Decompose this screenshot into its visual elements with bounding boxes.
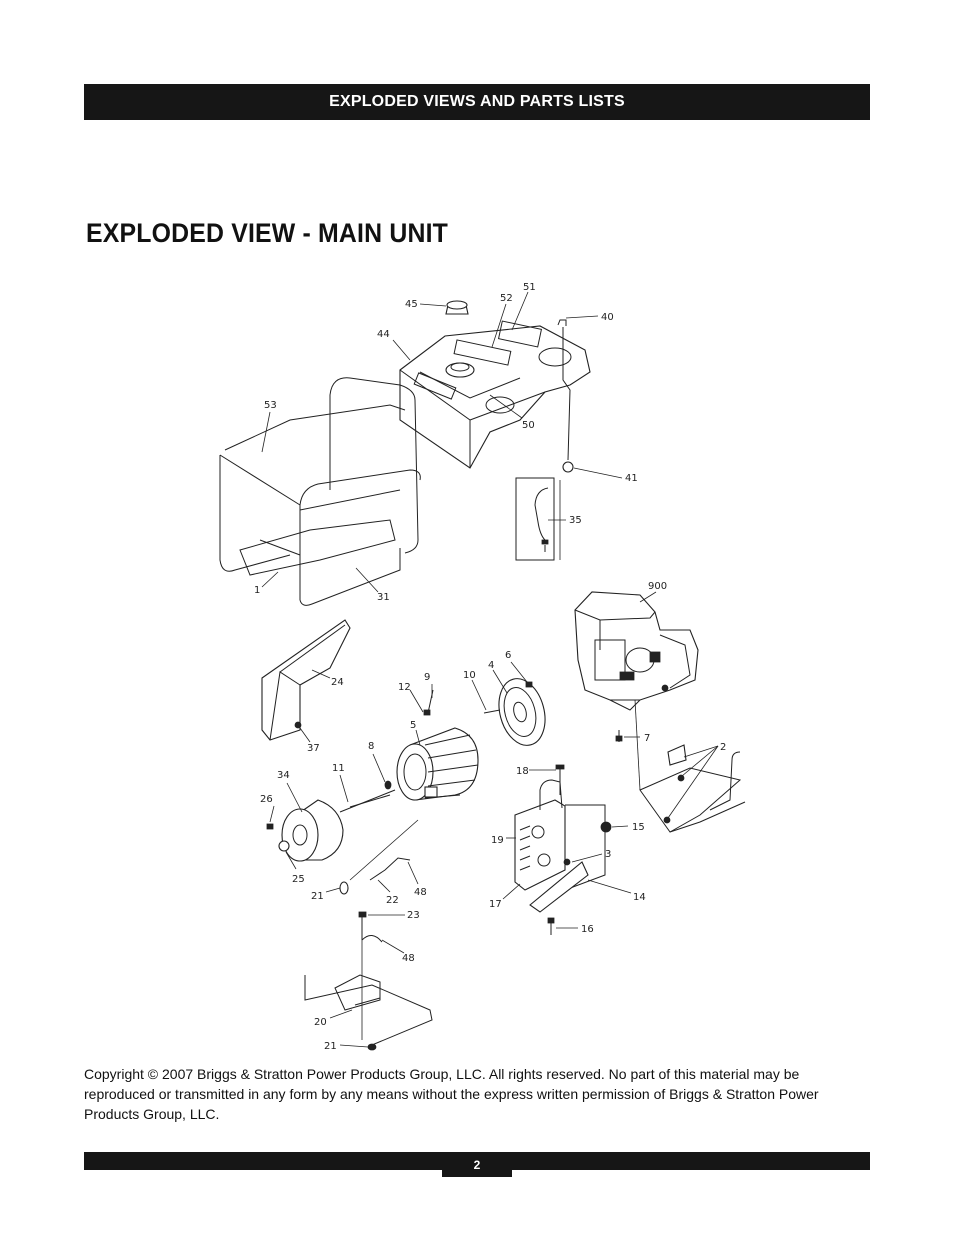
callout-2: 2 xyxy=(720,742,726,753)
callout-44: 44 xyxy=(377,329,390,340)
lower-frame-drawing xyxy=(304,974,433,1046)
page-number: 2 xyxy=(442,1152,512,1177)
callout-15: 15 xyxy=(632,822,645,833)
page-number-text: 2 xyxy=(473,1157,481,1172)
rotor-drawing xyxy=(278,789,396,862)
control-panel-drawing xyxy=(514,779,606,913)
fuel-tank-drawing xyxy=(399,300,591,469)
callout-41: 41 xyxy=(625,473,638,484)
frame-drawing xyxy=(219,377,421,606)
adapter-drawing xyxy=(498,678,546,746)
engine-drawing xyxy=(574,591,699,711)
callout-48-upper: 48 xyxy=(414,887,427,898)
shroud-drawing xyxy=(261,619,351,741)
callout-8: 8 xyxy=(368,741,374,752)
callout-53: 53 xyxy=(264,400,277,411)
callout-1: 1 xyxy=(254,585,260,596)
callout-34: 34 xyxy=(277,770,290,781)
callout-10: 10 xyxy=(463,670,476,681)
callout-51: 51 xyxy=(523,282,536,293)
section-header-bar: EXPLODED VIEWS AND PARTS LISTS xyxy=(84,84,870,120)
page-title: EXPLODED VIEW - MAIN UNIT xyxy=(86,218,449,248)
callout-19: 19 xyxy=(491,835,504,846)
stator-drawing xyxy=(396,727,479,801)
callout-16: 16 xyxy=(581,924,594,935)
callout-35: 35 xyxy=(569,515,582,526)
callout-50: 50 xyxy=(522,420,535,431)
callout-14: 14 xyxy=(633,892,646,903)
leader-lines xyxy=(261,291,719,1048)
callout-21-lower: 21 xyxy=(324,1041,337,1052)
callout-20: 20 xyxy=(314,1017,327,1028)
callout-labels: 45 52 51 40 44 53 50 41 35 1 31 900 24 6… xyxy=(254,282,726,1052)
callout-24: 24 xyxy=(331,677,344,688)
callout-31: 31 xyxy=(377,592,390,603)
callout-17: 17 xyxy=(489,899,502,910)
callout-26: 26 xyxy=(260,794,273,805)
callout-40: 40 xyxy=(601,312,614,323)
callout-37: 37 xyxy=(307,743,320,754)
fastener-drawings xyxy=(266,681,685,1051)
cradle-drawing xyxy=(639,744,746,833)
callout-9: 9 xyxy=(424,672,430,683)
callout-900: 900 xyxy=(648,581,667,592)
callout-11: 11 xyxy=(332,763,345,774)
callout-18: 18 xyxy=(516,766,529,777)
callout-22: 22 xyxy=(386,895,399,906)
callout-4: 4 xyxy=(488,660,494,671)
callout-21-upper: 21 xyxy=(311,891,324,902)
callout-25: 25 xyxy=(292,874,305,885)
callout-6: 6 xyxy=(505,650,511,661)
copyright-notice: Copyright © 2007 Briggs & Stratton Power… xyxy=(84,1066,819,1122)
callout-48-lower: 48 xyxy=(402,953,415,964)
callout-7: 7 xyxy=(644,733,650,744)
callout-3: 3 xyxy=(605,849,611,860)
exploded-view-diagram: 45 52 51 40 44 53 50 41 35 1 31 900 24 6… xyxy=(219,282,746,1052)
callout-52: 52 xyxy=(500,293,513,304)
callout-45: 45 xyxy=(405,299,418,310)
fuel-line-drawing xyxy=(515,319,574,561)
callout-12: 12 xyxy=(398,682,411,693)
callout-23: 23 xyxy=(407,910,420,921)
callout-5: 5 xyxy=(410,720,416,731)
section-header-title: EXPLODED VIEWS AND PARTS LISTS xyxy=(329,93,625,110)
